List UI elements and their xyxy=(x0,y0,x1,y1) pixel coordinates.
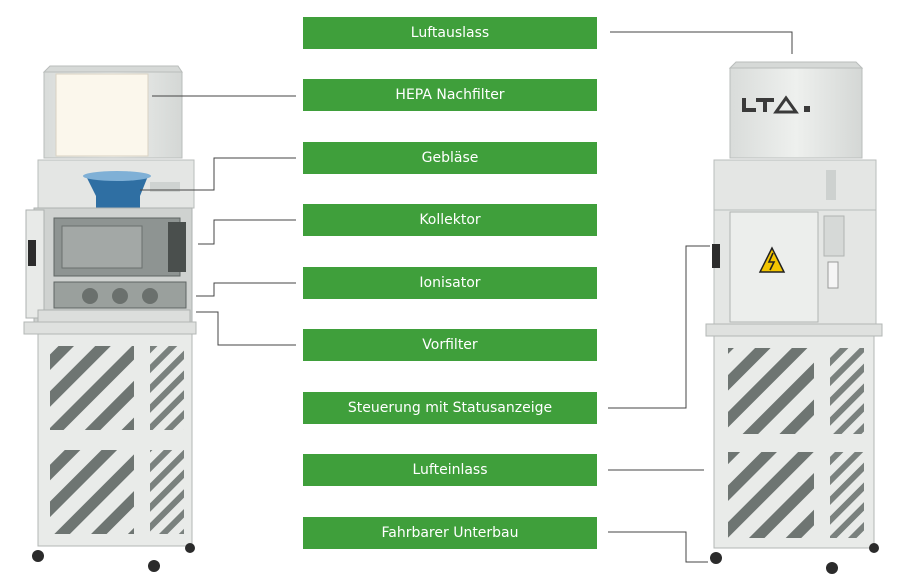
warning-bolt xyxy=(767,252,776,271)
label-ionisator: Ionisator xyxy=(303,267,597,299)
leader-luftauslass xyxy=(610,31,793,54)
right-base-side-lower xyxy=(830,452,864,538)
label-kollektor-text: Kollektor xyxy=(419,212,481,228)
left-base-side-lower xyxy=(150,450,184,534)
label-fahrbarer-unterbau-text: Fahrbarer Unterbau xyxy=(381,525,519,541)
right-base-grill-upper xyxy=(728,348,814,434)
leader-ionisator xyxy=(196,282,296,297)
left-base-grill-lower xyxy=(50,450,134,534)
right-unit xyxy=(705,61,883,574)
warning-triangle-icon xyxy=(758,246,786,273)
right-wheel-3 xyxy=(869,543,879,553)
label-luftauslass: Luftauslass xyxy=(303,17,597,49)
label-geblaese-text: Gebläse xyxy=(421,150,479,166)
left-ionizer-port-1 xyxy=(82,288,98,304)
right-side-handle xyxy=(712,244,720,268)
right-side-vent xyxy=(826,170,836,200)
leader-kollektor xyxy=(198,219,296,245)
label-ionisator-text: Ionisator xyxy=(419,275,481,291)
leader-unterbau xyxy=(608,531,708,563)
label-fahrbarer-unterbau: Fahrbarer Unterbau xyxy=(303,517,597,549)
right-blower-housing xyxy=(713,159,877,211)
label-hepa-nachfilter-text: HEPA Nachfilter xyxy=(395,87,505,103)
left-wheel-3 xyxy=(185,543,195,553)
leader-vorfilter xyxy=(196,311,296,346)
left-hepa-filter xyxy=(55,73,149,157)
label-vorfilter: Vorfilter xyxy=(303,329,597,361)
label-steuerung: Steuerung mit Statusanzeige xyxy=(303,392,597,424)
left-unit xyxy=(23,65,197,572)
label-steuerung-text: Steuerung mit Statusanzeige xyxy=(347,400,553,416)
left-wheel-1 xyxy=(32,550,44,562)
label-hepa-nachfilter: HEPA Nachfilter xyxy=(303,79,597,111)
label-vorfilter-text: Vorfilter xyxy=(422,337,478,353)
left-ionizer-port-3 xyxy=(142,288,158,304)
left-door-handle xyxy=(28,240,36,266)
left-collector-plate xyxy=(61,225,143,269)
right-hood-top xyxy=(728,61,864,69)
left-collector-grid xyxy=(168,222,186,272)
right-base-side-upper xyxy=(830,348,864,434)
left-base-top xyxy=(23,321,197,335)
leader-geblaese xyxy=(140,157,296,191)
label-lufteinlass-text: Lufteinlass xyxy=(412,462,488,478)
right-status-panel xyxy=(823,215,845,257)
left-base-grill-upper xyxy=(50,346,134,430)
label-lufteinlass: Lufteinlass xyxy=(303,454,597,486)
label-kollektor: Kollektor xyxy=(303,204,597,236)
left-blower-rim xyxy=(83,171,151,181)
left-blower-fins xyxy=(150,182,180,192)
left-base-side-upper xyxy=(150,346,184,430)
left-blower xyxy=(86,176,148,210)
leader-lines xyxy=(140,31,793,563)
left-ionizer-port-2 xyxy=(112,288,128,304)
right-door-latch xyxy=(827,261,839,289)
right-base-grill-lower xyxy=(728,452,814,538)
right-wheel-1 xyxy=(710,552,722,564)
label-geblaese: Gebläse xyxy=(303,142,597,174)
lta-logo xyxy=(742,95,810,114)
right-base-top xyxy=(705,323,883,337)
left-hood-top xyxy=(42,65,183,73)
left-wheel-2 xyxy=(148,560,160,572)
leader-steuerung xyxy=(608,245,710,409)
right-wheel-2 xyxy=(826,562,838,574)
label-luftauslass-text: Luftauslass xyxy=(410,25,490,41)
left-prefilter xyxy=(37,309,191,323)
